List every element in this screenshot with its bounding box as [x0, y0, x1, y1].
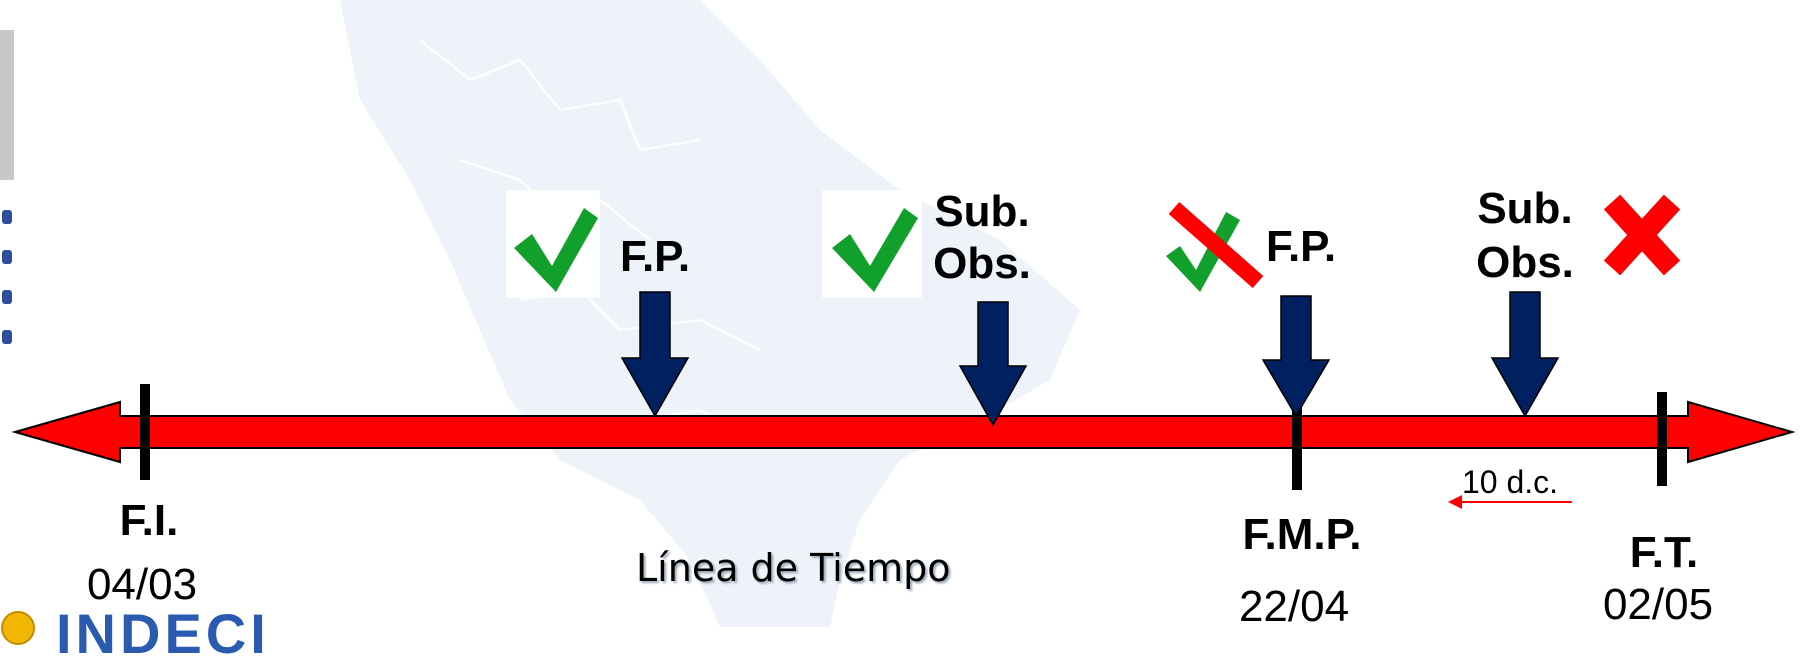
cross-icon [1168, 201, 1264, 289]
logo-seal-icon [1, 611, 35, 645]
event-label-fp: F.P. [619, 232, 691, 281]
deadline-arrow-head [1448, 495, 1462, 509]
event-label-line1: Sub. [934, 187, 1030, 236]
milestone-label-ft: F.T. [1629, 528, 1699, 577]
side-glyph [2, 290, 12, 304]
timeline-caption: Línea de Tiempo [636, 546, 951, 590]
milestone-label-fmp: F.M.P. [1242, 510, 1362, 559]
event-label-sub-obs: Sub. Obs. [933, 186, 1031, 290]
side-decoration [0, 30, 14, 180]
down-arrow-icon [1261, 295, 1331, 418]
event-label-sub-obs: Sub. Obs. [1476, 182, 1574, 290]
event-label-line1: Sub. [1477, 184, 1573, 233]
tick-ft [1657, 392, 1667, 486]
milestone-label-fi: F.I. [119, 496, 179, 545]
milestone-date-ft: 02/05 [1602, 580, 1714, 629]
timeline-diagram [11, 291, 1796, 509]
deadline-note: 10 d.c. [1462, 464, 1559, 500]
milestone-date-fi: 04/03 [86, 560, 198, 609]
check-icon [1166, 212, 1240, 292]
event-label-line2: Obs. [1476, 238, 1574, 287]
side-glyph [2, 250, 12, 264]
check-icon [832, 208, 918, 292]
side-glyph [2, 330, 12, 344]
down-arrow-icon [1490, 291, 1560, 418]
tick-fmp [1292, 406, 1302, 490]
side-glyph [2, 210, 12, 224]
milestone-date-fmp: 22/04 [1238, 582, 1350, 631]
brand-logo: INDECI [56, 602, 270, 665]
down-arrow-icon [958, 301, 1028, 427]
check-icon [514, 208, 598, 292]
event-label-fp: F.P. [1265, 222, 1337, 271]
cross-icon [1603, 194, 1681, 276]
status-icons [514, 194, 1681, 292]
event-label-line2: Obs. [933, 239, 1031, 288]
timeline-arrow [11, 400, 1796, 464]
tick-fi [140, 384, 150, 480]
down-arrow-icon [620, 291, 690, 418]
